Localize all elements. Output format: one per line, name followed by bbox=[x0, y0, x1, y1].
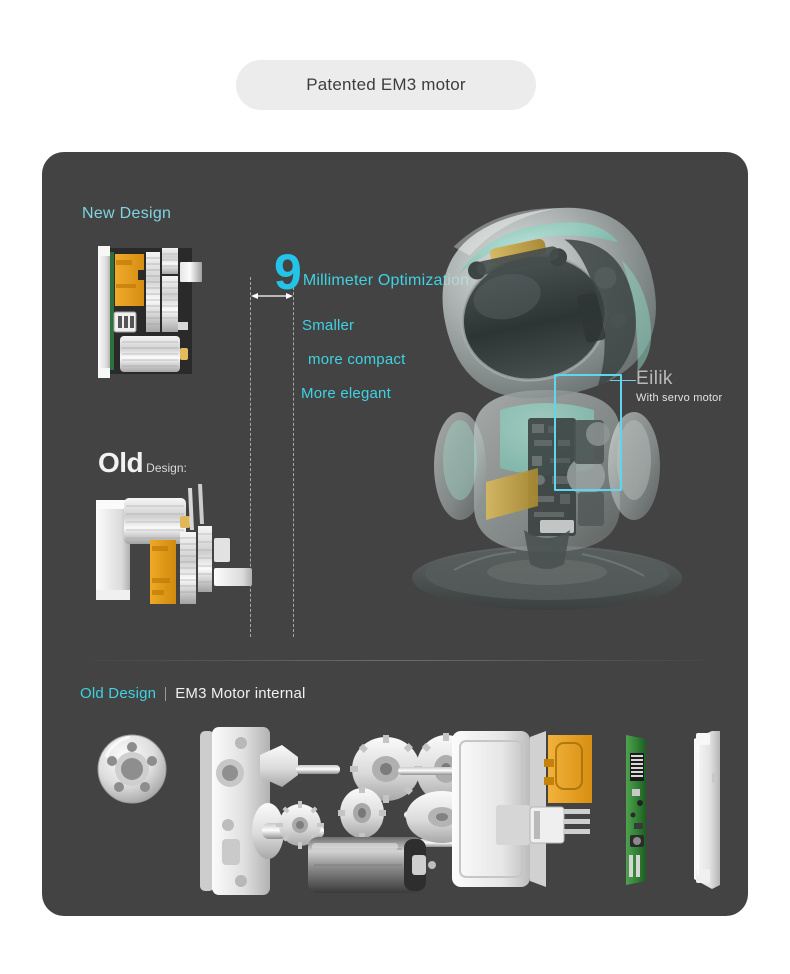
eilik-callout: Eilik With servo motor bbox=[636, 368, 722, 404]
page-title: Patented EM3 motor bbox=[306, 75, 466, 94]
feature-card: New Design bbox=[42, 152, 748, 916]
benefit-item-0: Smaller bbox=[302, 317, 355, 334]
section-divider bbox=[92, 660, 702, 661]
patented-motor-pill: Patented EM3 motor bbox=[236, 60, 536, 110]
measure-guide-left bbox=[250, 277, 251, 637]
bottom-section-header: Old Design EM3 Motor internal bbox=[80, 685, 306, 702]
optimization-headline: 9 Millimeter Optimization bbox=[274, 244, 470, 300]
eilik-subtitle: With servo motor bbox=[636, 392, 723, 404]
new-design-motor-illustration bbox=[92, 240, 252, 410]
eilik-robot-illustration bbox=[382, 182, 712, 652]
callout-leader-line bbox=[610, 380, 636, 381]
old-design-motor-illustration bbox=[92, 482, 292, 612]
benefit-item-2: More elegant bbox=[301, 385, 391, 402]
optimization-number: 9 bbox=[274, 244, 302, 300]
old-design-label-sub: Design: bbox=[146, 461, 187, 475]
exploded-motor-illustration bbox=[60, 717, 736, 902]
old-design-label: Old Design: bbox=[98, 447, 187, 479]
measure-guide-right bbox=[293, 277, 294, 637]
bottom-title: EM3 Motor internal bbox=[175, 685, 306, 702]
bottom-tag: Old Design bbox=[80, 685, 157, 702]
benefit-item-1: more compact bbox=[308, 351, 406, 368]
optimization-unit: Millimeter Optimization bbox=[302, 272, 470, 289]
old-design-label-main: Old bbox=[98, 447, 144, 478]
eilik-name: Eilik bbox=[636, 368, 673, 389]
servo-highlight-box bbox=[554, 374, 622, 491]
new-design-label: New Design bbox=[82, 205, 172, 222]
measure-arrow-icon bbox=[251, 291, 293, 301]
header-separator bbox=[165, 686, 167, 701]
